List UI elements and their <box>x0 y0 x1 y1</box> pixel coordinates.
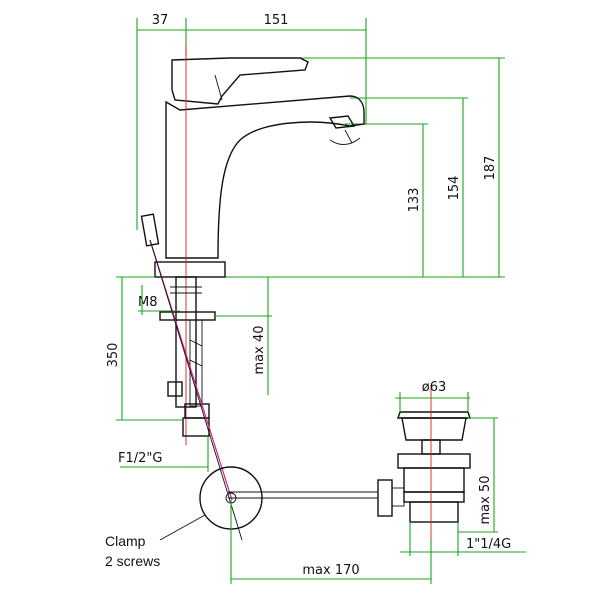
lever-joint <box>214 74 223 101</box>
dimension-waste-thread: 1"1/4G <box>466 537 511 552</box>
dimension-f12: F1/2"G <box>118 451 162 466</box>
dimension-154: 154 <box>447 176 462 201</box>
top-dimension-group: 37 151 <box>136 13 367 230</box>
hose-braid-1 <box>189 339 203 347</box>
waste-tail <box>409 501 459 523</box>
dimension-187: 187 <box>483 156 498 181</box>
dimension-max-50: max 50 <box>478 476 493 525</box>
dimension-37: 37 <box>152 13 169 28</box>
dimension-133: 133 <box>407 188 422 213</box>
waste-nut-upper <box>397 453 471 469</box>
mounting-stud <box>175 276 197 408</box>
waste-plug-body <box>401 417 467 441</box>
waste-body <box>403 467 465 493</box>
lever-handle <box>171 57 309 105</box>
bottom-dimension-group: max 170 <box>230 500 432 584</box>
faucet-body <box>154 45 365 445</box>
dimension-151: 151 <box>264 13 289 28</box>
waste-lever-housing <box>391 487 405 507</box>
popup-rod-edge <box>149 239 243 541</box>
popup-rod-group <box>140 213 243 541</box>
dimension-max-40: max 40 <box>252 326 267 375</box>
aerator-swivel-arrow <box>344 129 353 144</box>
dimension-350: 350 <box>106 343 121 368</box>
clamp-note-line1: Clamp <box>105 533 146 549</box>
label-m8: M8 <box>138 295 158 310</box>
clamp-leader <box>159 514 206 541</box>
dimension-d63: ø63 <box>422 380 447 395</box>
rod-knob <box>140 213 160 247</box>
waste-assembly: ø63 max 50 1"1/4G <box>377 380 526 560</box>
waste-lever-nut <box>377 479 393 517</box>
waste-nut-lower <box>403 491 465 503</box>
under-sink-parts: M8 <box>138 276 216 437</box>
hose-braid-2 <box>189 359 203 367</box>
left-dimensions: 350 F1/2"G max 40 <box>106 276 272 472</box>
clamp-note-line2: 2 screws <box>105 553 160 569</box>
faucet-main-body <box>165 95 365 259</box>
aerator <box>328 115 356 129</box>
dimension-max-170: max 170 <box>302 563 359 578</box>
clamp-group: Clamp 2 screws <box>105 466 378 569</box>
height-dimensions-group: 187 154 133 <box>225 57 505 278</box>
aerator-swivel-arc <box>329 137 361 145</box>
mounting-washer <box>159 311 216 321</box>
flexible-hose <box>189 319 203 407</box>
secondary-nut <box>167 381 183 397</box>
base-plate <box>154 261 226 278</box>
waste-flange <box>397 411 471 419</box>
